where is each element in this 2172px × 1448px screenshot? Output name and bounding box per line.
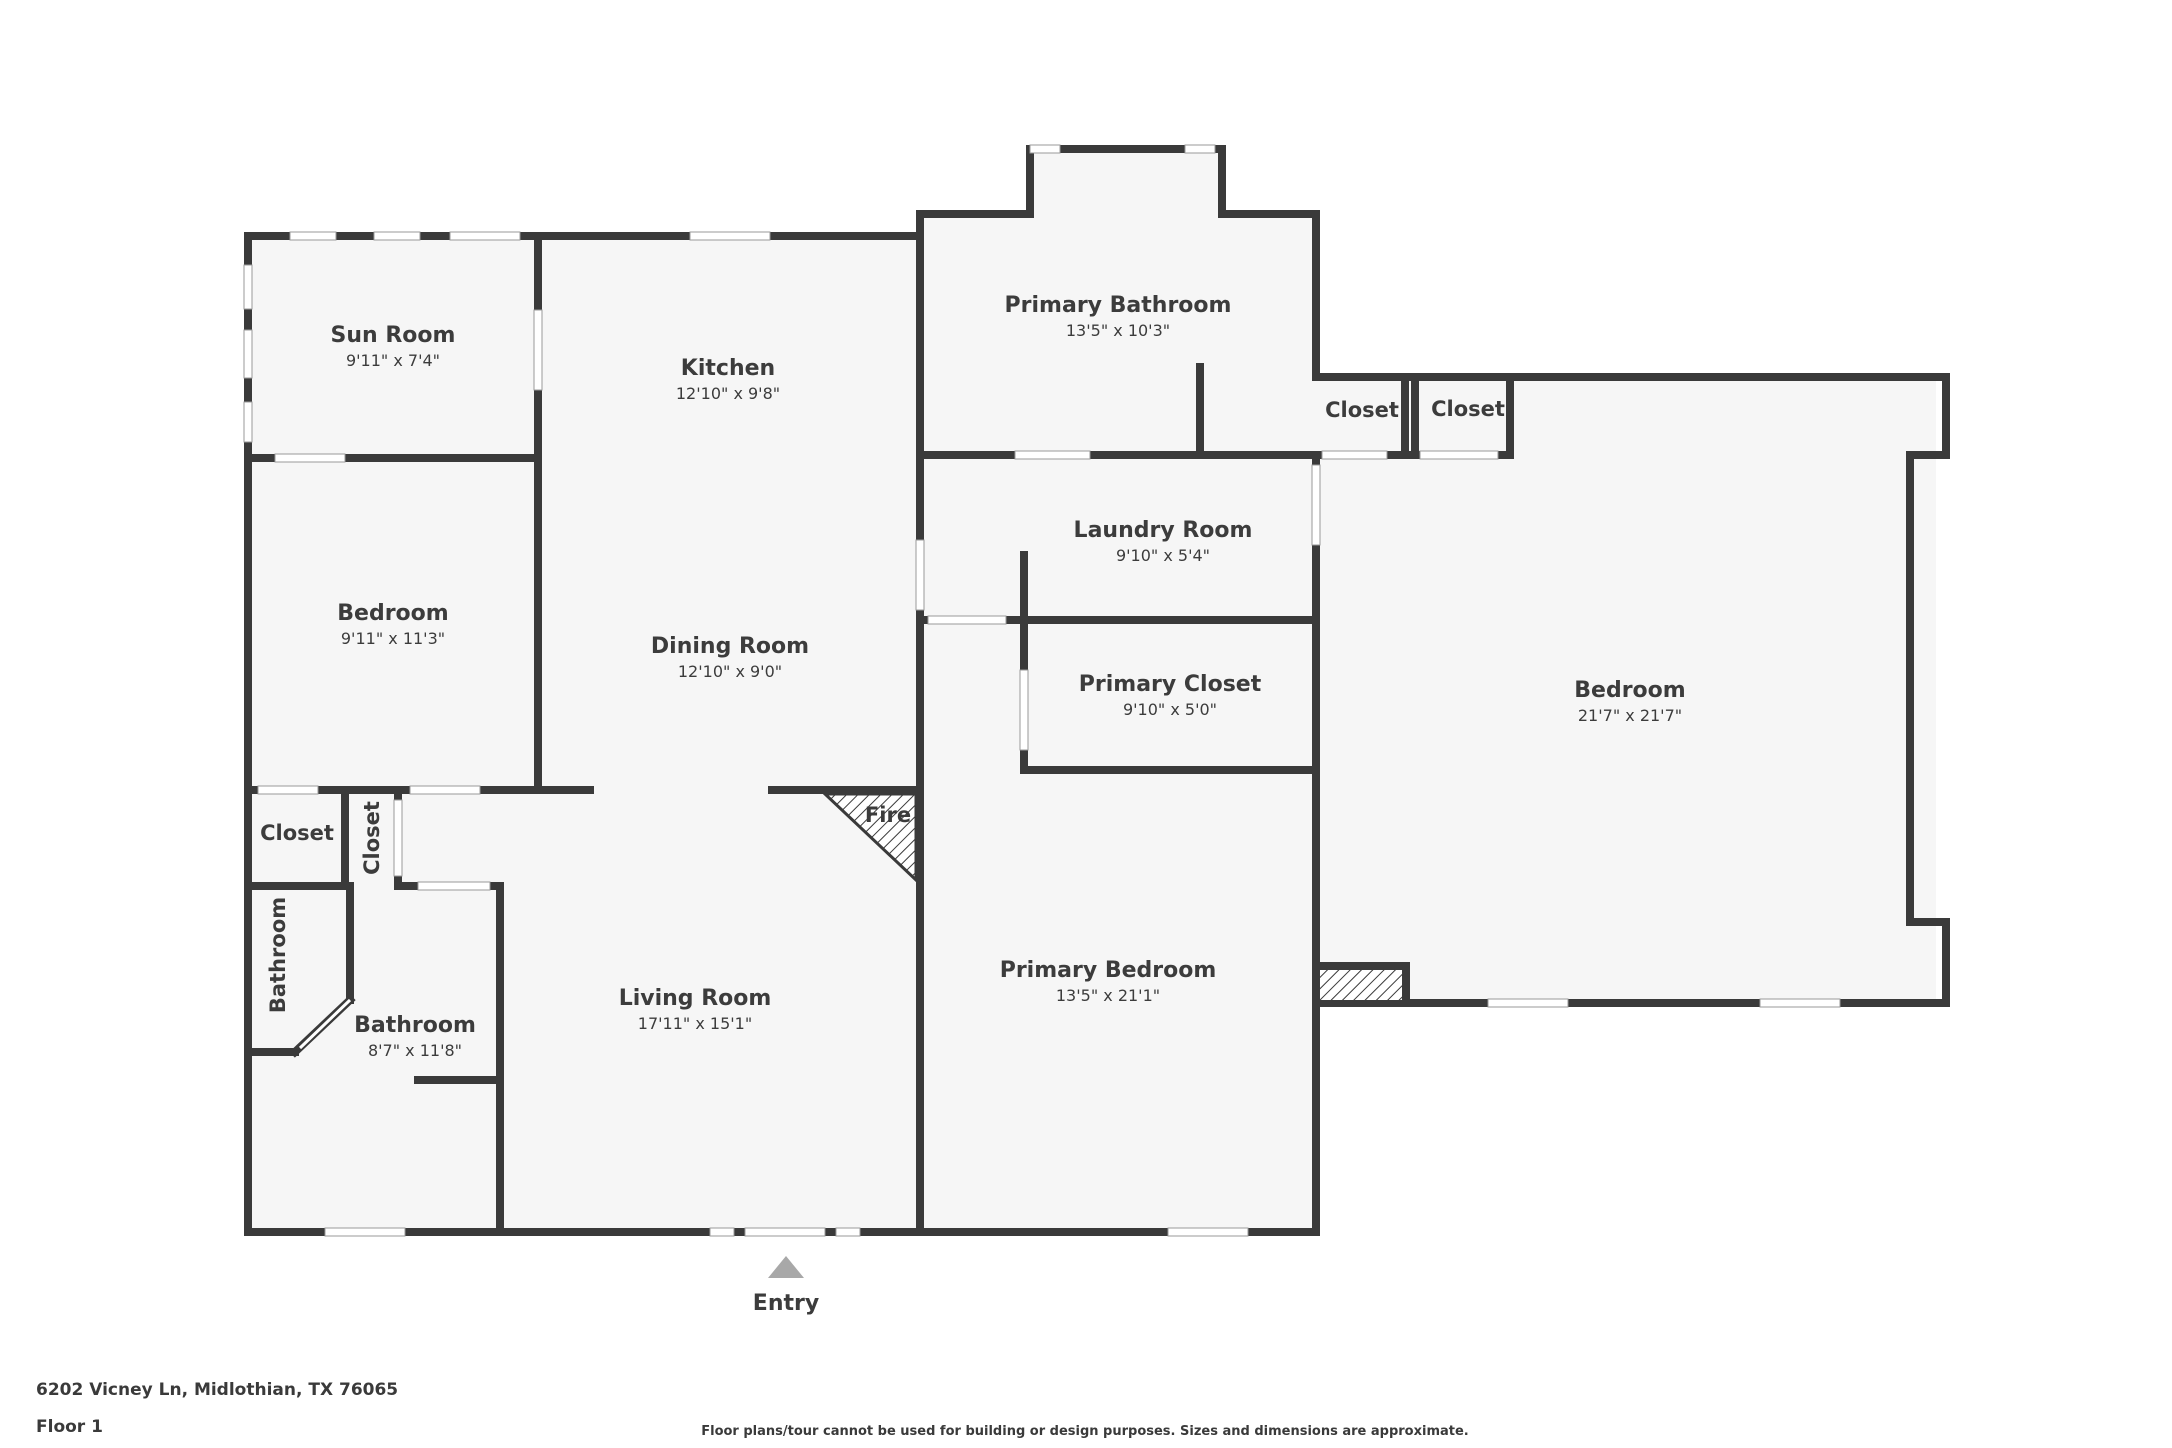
closet-label-2: Closet xyxy=(1431,397,1505,421)
room-name-primary-bathroom: Primary Bathroom xyxy=(1005,293,1232,318)
room-name-bathroom: Bathroom xyxy=(354,1013,476,1038)
room-dims-bedroom-right: 21'7" x 21'7" xyxy=(1578,706,1682,725)
walls xyxy=(244,145,1950,1236)
closet-label-1: Closet xyxy=(1325,398,1399,422)
room-name-living-room: Living Room xyxy=(619,986,772,1011)
room-dims-dining-room: 12'10" x 9'0" xyxy=(678,662,782,681)
room-dims-bedroom-left: 9'11" x 11'3" xyxy=(341,629,445,648)
storage-hatch xyxy=(1320,970,1402,1000)
room-dims-sun-room: 9'11" x 7'4" xyxy=(346,351,440,370)
floor-fills xyxy=(248,149,1936,1232)
entry-arrow-icon xyxy=(768,1256,804,1278)
room-name-laundry-room: Laundry Room xyxy=(1074,518,1253,543)
room-name-sun-room: Sun Room xyxy=(331,323,456,348)
room-name-dining-room: Dining Room xyxy=(651,634,809,659)
room-dims-living-room: 17'11" x 15'1" xyxy=(638,1014,752,1033)
room-dims-kitchen: 12'10" x 9'8" xyxy=(676,384,780,403)
fireplace-hatch xyxy=(821,792,918,884)
room-dims-primary-bathroom: 13'5" x 10'3" xyxy=(1066,321,1170,340)
room-name-bedroom-left: Bedroom xyxy=(337,601,448,626)
fire-label: Fire xyxy=(865,803,911,827)
windows xyxy=(243,144,1841,1237)
entry-label: Entry xyxy=(753,1291,819,1316)
room-name-primary-bedroom: Primary Bedroom xyxy=(1000,958,1217,983)
room-name-bedroom-right: Bedroom xyxy=(1574,678,1685,703)
bathroom-diagonal xyxy=(298,998,352,1050)
bathroom-label-vertical: Bathroom xyxy=(266,897,290,1013)
floor-label: Floor 1 xyxy=(36,1417,103,1437)
room-dims-bathroom: 8'7" x 11'8" xyxy=(368,1041,462,1060)
room-dims-primary-closet: 9'10" x 5'0" xyxy=(1123,700,1217,719)
property-address: 6202 Vicney Ln, Midlothian, TX 76065 xyxy=(36,1380,399,1400)
disclaimer: Floor plans/tour cannot be used for buil… xyxy=(701,1424,1469,1439)
closet-label-left: Closet xyxy=(260,821,334,845)
room-labels: Sun Room 9'11" x 7'4" Kitchen 12'10" x 9… xyxy=(260,293,1686,1060)
room-name-kitchen: Kitchen xyxy=(681,356,775,381)
room-dims-laundry-room: 9'10" x 5'4" xyxy=(1116,546,1210,565)
room-dims-primary-bedroom: 13'5" x 21'1" xyxy=(1056,986,1160,1005)
room-name-primary-closet: Primary Closet xyxy=(1079,672,1262,697)
closet-label-vertical: Closet xyxy=(360,801,384,875)
